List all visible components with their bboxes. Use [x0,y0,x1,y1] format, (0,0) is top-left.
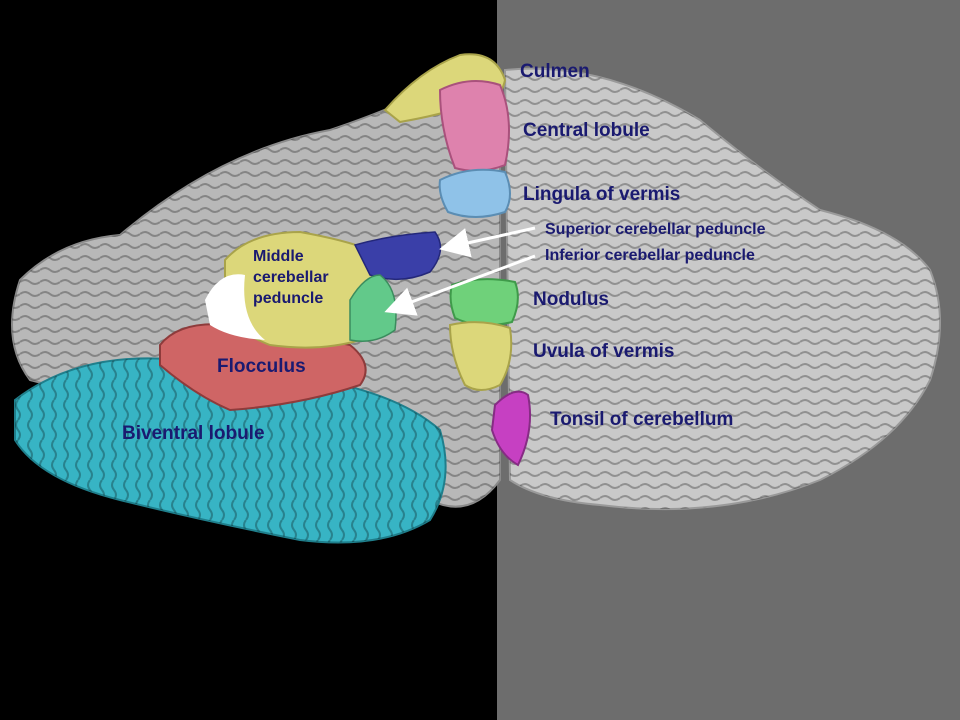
inferior-peduncle-arrow [384,254,536,316]
label-middle-peduncle-line3: peduncle [253,290,324,307]
label-biventral: Biventral lobule [122,423,265,444]
label-nodulus: Nodulus [533,289,609,310]
central-lobule-region [438,80,510,172]
label-tonsil: Tonsil of cerebellum [550,409,734,430]
superior-peduncle-arrow [439,226,536,258]
label-middle-peduncle-line1: Middle [253,248,304,265]
white-matter-patch [205,274,265,340]
label-inferior-peduncle: Inferior cerebellar peduncle [545,247,755,264]
label-central-lobule: Central lobule [523,120,650,141]
nodulus-region [449,278,519,327]
label-lingula: Lingula of vermis [523,184,681,205]
label-middle-peduncle: Middle cerebellar peduncle [253,246,329,309]
lingula-region [438,168,511,218]
label-middle-peduncle-line2: cerebellar [253,269,329,286]
label-flocculus: Flocculus [217,356,306,377]
label-culmen: Culmen [520,61,590,82]
right-hemisphere [503,67,941,511]
label-superior-peduncle: Superior cerebellar peduncle [545,221,766,238]
label-uvula: Uvula of vermis [533,341,675,362]
uvula-region [448,321,513,391]
tonsil-region [490,390,531,467]
